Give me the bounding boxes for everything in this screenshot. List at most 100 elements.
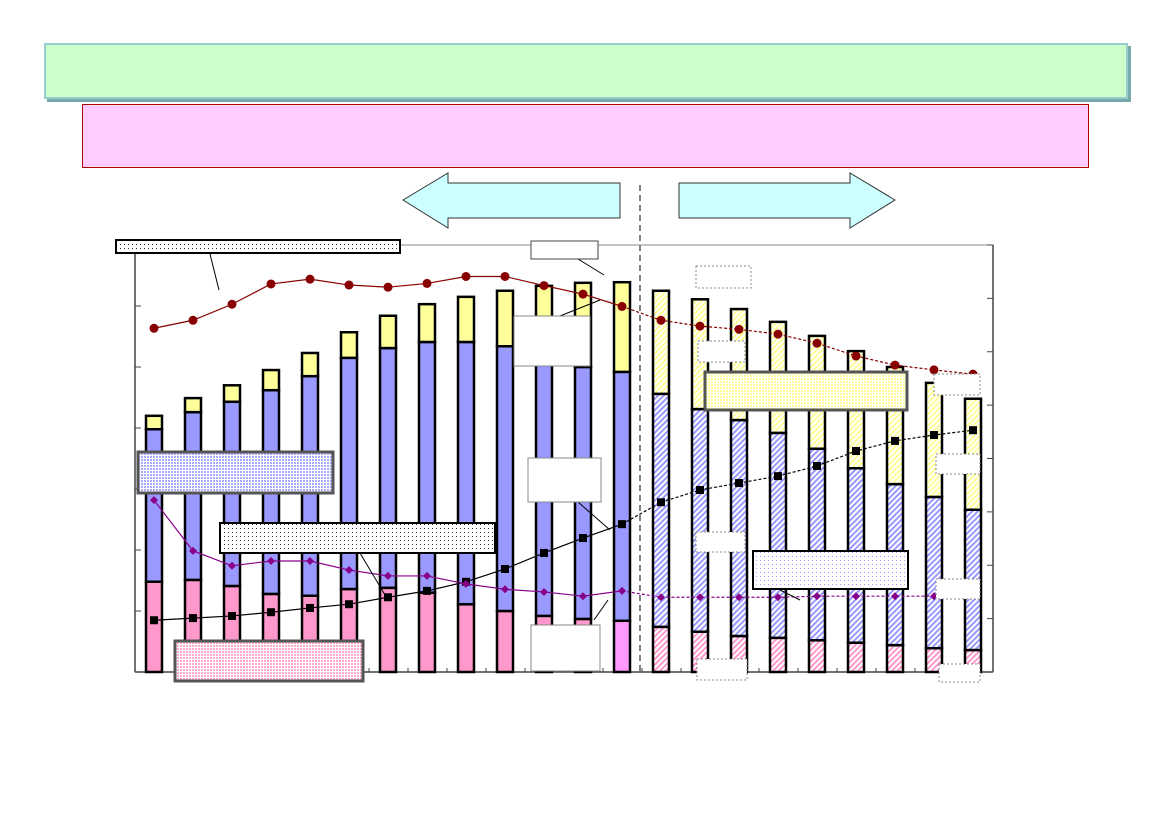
marker-purple-diamond-10 [501,585,509,594]
marker-purple-diamond-4 [267,556,275,565]
marker-purple-diamond-1 [150,496,158,505]
marker-red-circle-16 [734,324,744,334]
bar-pink-13 [612,619,632,674]
marker-red-circle-14 [656,315,666,325]
marker-black-square-1 [150,616,158,625]
bar-yellow-5 [300,351,320,378]
bar-blue-21 [924,495,944,650]
marker-red-circle-10 [500,271,510,281]
callout-box [935,453,981,475]
marker-purple-diamond-8 [423,571,431,580]
marker-black-square-12 [579,534,587,543]
bar-yellow-10 [495,289,515,348]
subtitle-banner [82,104,1089,168]
bar-blue-9 [456,340,476,606]
bar-yellow-8 [417,302,437,344]
bar-pink-10 [495,609,515,674]
marker-black-square-21 [930,431,938,440]
marker-red-circle-3 [227,299,237,309]
marker-purple-diamond-20 [891,592,899,601]
callout-box [696,658,748,681]
bar-pink-9 [456,603,476,674]
marker-red-circle-19 [851,351,861,361]
callout-leader-line [359,552,389,601]
bar-yellow-1 [144,414,164,431]
marker-red-circle-18 [812,338,822,348]
callout-box [933,373,981,396]
marker-red-circle-1 [149,323,159,333]
bar-pink-14 [651,625,671,674]
marker-purple-diamond-11 [540,587,548,596]
legend-label-pink-series [173,639,365,683]
callout-box [530,240,599,260]
marker-black-square-5 [306,603,314,612]
marker-purple-diamond-12 [579,592,587,601]
left-arrow [402,172,621,229]
callout-leader-line [577,258,605,276]
bar-yellow-14 [651,289,671,396]
legend-label-yellow-series [703,370,909,412]
marker-red-circle-2 [188,315,198,325]
marker-black-square-4 [267,608,275,617]
marker-black-square-20 [891,436,899,445]
bar-yellow-4 [261,368,281,392]
marker-red-circle-12 [578,289,588,299]
marker-black-square-19 [852,447,860,456]
legend-label-blue-series [136,450,335,495]
callout-leader-line [559,299,601,317]
bar-yellow-7 [378,314,398,350]
bar-pink-19 [846,641,866,674]
marker-black-square-10 [501,564,509,573]
marker-red-circle-8 [422,278,432,288]
bar-pink-17 [768,636,788,674]
bar-yellow-3 [222,384,242,404]
marker-red-circle-5 [305,274,315,284]
marker-black-square-17 [774,472,782,481]
marker-black-square-18 [813,461,821,470]
callout-leader-line [209,253,220,291]
line-purple-diamond-projected [621,590,974,598]
bar-yellow-2 [183,396,203,414]
bar-pink-18 [807,639,827,674]
bar-blue-14 [651,392,671,629]
marker-black-square-13 [618,520,626,529]
callout-box [938,663,981,683]
line-red-circle-projected [621,305,974,375]
marker-red-circle-11 [539,281,549,291]
callout-box [513,315,591,367]
legend-label-red-series [115,239,401,254]
bar-yellow-13 [612,280,632,374]
marker-black-square-22 [969,426,977,435]
marker-black-square-11 [540,548,548,557]
marker-red-circle-9 [461,271,471,281]
bar-blue-13 [612,370,632,623]
callout-box [695,265,752,289]
callout-box [935,578,981,600]
bar-yellow-21 [924,381,944,499]
marker-red-circle-17 [773,329,783,339]
bar-yellow-9 [456,295,476,344]
marker-purple-diamond-5 [306,556,314,565]
marker-purple-diamond-18 [813,592,821,601]
marker-purple-diamond-7 [384,571,392,580]
bar-pink-1 [144,580,164,674]
line-black-square-projected [621,429,974,525]
callout-box [695,531,746,553]
marker-red-circle-21 [929,365,939,375]
marker-red-circle-15 [695,321,705,331]
marker-black-square-7 [384,593,392,602]
marker-purple-diamond-16 [735,593,743,602]
callout-box [530,624,601,672]
title-banner [44,43,1128,99]
marker-red-circle-4 [266,279,276,289]
marker-purple-diamond-6 [345,566,353,575]
callout-leader-line [593,599,609,621]
marker-black-square-15 [696,485,704,494]
marker-purple-diamond-15 [696,593,704,602]
marker-red-circle-7 [383,282,393,292]
marker-black-square-3 [228,611,236,620]
bar-pink-20 [885,643,905,674]
bar-blue-16 [729,418,749,638]
callout-leader-line [779,589,801,601]
